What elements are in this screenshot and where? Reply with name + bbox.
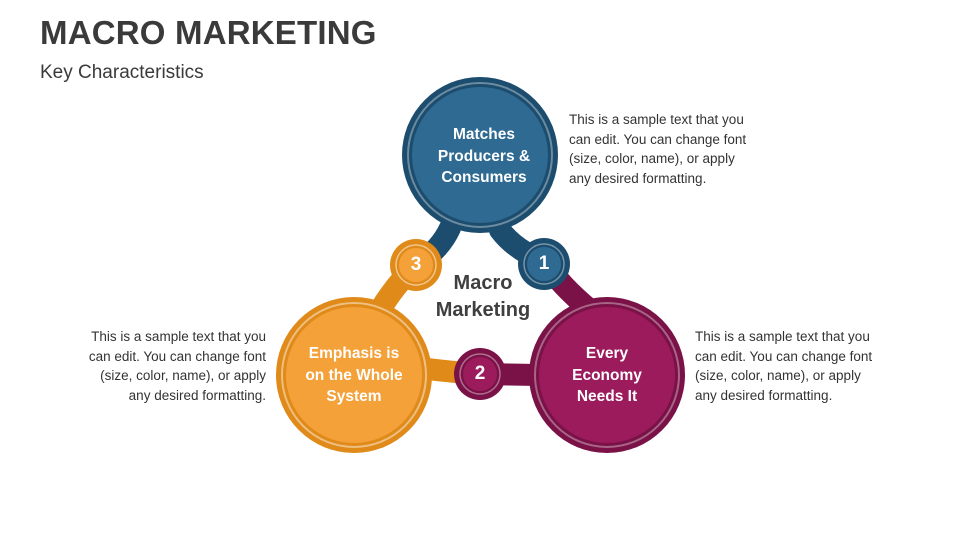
badge-1-number: 1 <box>538 253 550 274</box>
description-top: This is a sample text that you can edit.… <box>569 112 747 186</box>
node-3-label: Emphasis is on the Whole System <box>305 345 403 405</box>
page-title: MACRO MARKETING <box>40 14 377 51</box>
badge-2-number: 2 <box>474 363 486 384</box>
badge-3 <box>390 239 442 291</box>
center-label: Macro Marketing <box>435 272 531 321</box>
description-left: This is a sample text that you can edit.… <box>88 329 266 403</box>
node-3-circle <box>276 297 432 453</box>
badge-1 <box>518 238 570 290</box>
node-1-label: Matches Producers & Consumers <box>437 126 531 186</box>
node-2-label: Every Economy Needs It <box>572 345 642 405</box>
node-2-circle <box>529 297 685 453</box>
page-subtitle: Key Characteristics <box>40 62 204 83</box>
node-1-circle <box>402 77 558 233</box>
badge-3-number: 3 <box>410 254 422 275</box>
badge-2 <box>454 348 506 400</box>
description-right: This is a sample text that you can edit.… <box>695 329 873 403</box>
